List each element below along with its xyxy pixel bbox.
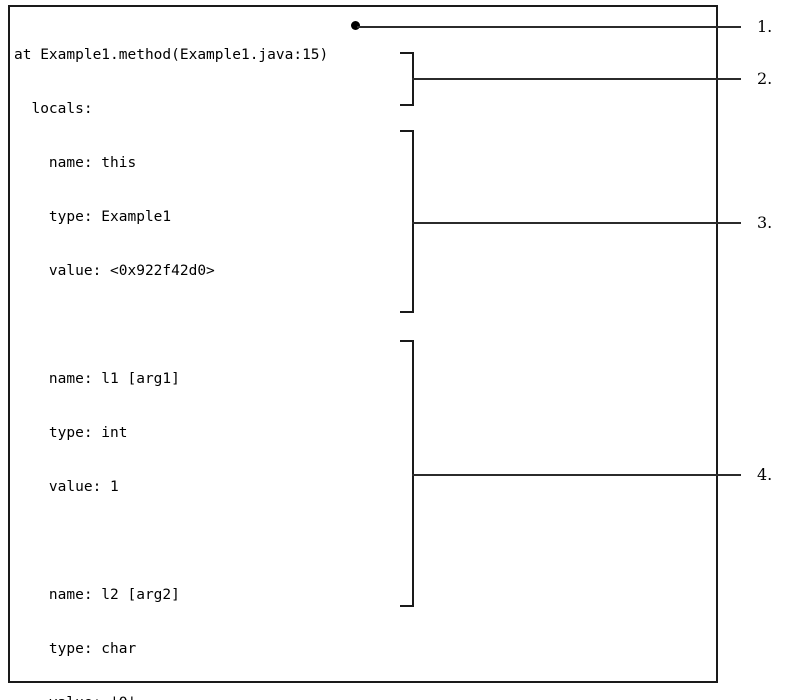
callout-number-1: 1. <box>757 17 773 36</box>
console-line: name: l1 [arg1] <box>14 371 180 387</box>
console-line: name: l2 [arg2] <box>14 587 180 603</box>
leader-dot-1 <box>351 21 360 30</box>
leader-line-4 <box>412 474 741 476</box>
leader-line-1 <box>357 26 741 28</box>
console-line: at Example1.method(Example1.java:15) <box>14 47 329 63</box>
console-line: value: 1 <box>14 479 119 495</box>
callout-number-4: 4. <box>757 465 773 484</box>
console-line: type: char <box>14 641 137 657</box>
console-line-blank <box>14 532 414 550</box>
console-line: type: int <box>14 425 128 441</box>
group-bracket-arguments <box>400 130 414 313</box>
console-text-block: at Example1.method(Example1.java:15) loc… <box>14 10 414 700</box>
console-line: value: 'Q' <box>14 694 414 700</box>
callout-number-3: 3. <box>757 213 773 232</box>
console-output-box <box>8 5 718 683</box>
console-line: locals: <box>14 101 93 117</box>
console-line-blank <box>14 316 414 334</box>
console-line: name: this <box>14 155 137 171</box>
callout-number-2: 2. <box>757 69 773 88</box>
group-bracket-locals <box>400 340 414 607</box>
console-line: value: <0x922f42d0> <box>14 263 215 279</box>
console-line: type: Example1 <box>14 209 172 225</box>
leader-line-2 <box>412 78 741 80</box>
leader-line-3 <box>412 222 741 224</box>
